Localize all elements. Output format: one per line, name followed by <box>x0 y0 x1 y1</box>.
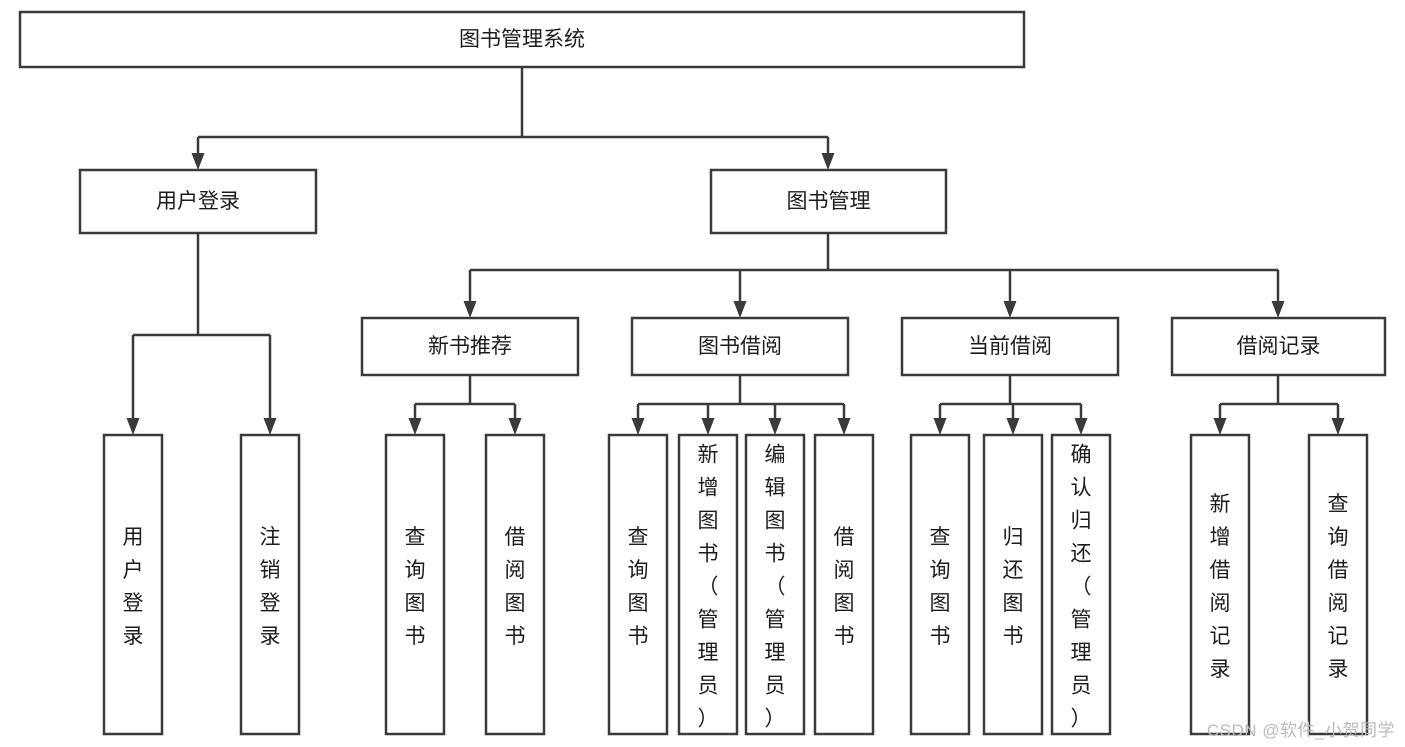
node-book-manage[interactable]: 图书管理 <box>709 168 948 235</box>
node-box-leaf-add-record <box>1189 433 1251 736</box>
node-root[interactable]: 图书管理系统 <box>18 10 1026 69</box>
node-box-current-borrow <box>900 316 1120 377</box>
arrow-head-icon <box>631 418 645 435</box>
node-box-leaf-confirm-return <box>1050 433 1112 736</box>
node-box-leaf-user-login <box>102 433 164 736</box>
node-leaf-logout[interactable]: 注销登录 <box>239 433 301 736</box>
node-label-leaf-add-book: 新增图书（管理员） <box>698 444 719 731</box>
node-box-book-borrow <box>630 316 850 377</box>
node-box-root <box>18 10 1026 69</box>
node-label-leaf-borrow-book-bor: 借阅图书 <box>834 526 855 648</box>
node-label-user-login: 用户登录 <box>156 190 240 213</box>
node-box-leaf-query-record <box>1307 433 1369 736</box>
arrow-head-icon <box>1074 418 1088 435</box>
node-label-new-book-rec: 新书推荐 <box>428 335 512 358</box>
node-label-leaf-confirm-return: 确认归还（管理员） <box>1071 444 1092 731</box>
node-label-leaf-add-record: 新增借阅记录 <box>1210 493 1231 681</box>
connector-current-borrow-to-leaves <box>933 375 1088 435</box>
node-box-leaf-logout <box>239 433 301 736</box>
node-label-leaf-user-login: 用户登录 <box>123 526 144 648</box>
node-box-borrow-record <box>1170 316 1387 377</box>
node-leaf-confirm-return[interactable]: 确认归还（管理员） <box>1050 433 1112 736</box>
node-leaf-return-book[interactable]: 归还图书 <box>982 433 1044 736</box>
node-new-book-rec[interactable]: 新书推荐 <box>360 316 580 377</box>
node-label-book-manage: 图书管理 <box>787 190 871 213</box>
node-leaf-add-book[interactable]: 新增图书（管理员） <box>677 433 739 736</box>
node-leaf-query-book-bor[interactable]: 查询图书 <box>607 433 669 736</box>
arrow-head-icon <box>1213 418 1227 435</box>
arrow-head-icon <box>1331 418 1345 435</box>
node-label-leaf-query-book-bor: 查询图书 <box>628 526 649 648</box>
node-borrow-record[interactable]: 借阅记录 <box>1170 316 1387 377</box>
connector-borrow-record-to-leaves <box>1213 375 1345 435</box>
connector-new-book-rec-to-leaves <box>408 375 522 435</box>
arrow-head-icon <box>768 418 782 435</box>
node-leaf-query-book-rec[interactable]: 查询图书 <box>384 433 446 736</box>
node-label-borrow-record: 借阅记录 <box>1237 335 1321 358</box>
arrow-head-icon <box>408 418 422 435</box>
arrow-head-icon <box>508 418 522 435</box>
node-book-borrow[interactable]: 图书借阅 <box>630 316 850 377</box>
node-label-leaf-query-record: 查询借阅记录 <box>1328 493 1349 681</box>
node-label-leaf-logout: 注销登录 <box>260 526 281 648</box>
node-leaf-add-record[interactable]: 新增借阅记录 <box>1189 433 1251 736</box>
arrow-head-icon <box>191 153 205 170</box>
node-leaf-edit-book[interactable]: 编辑图书（管理员） <box>744 433 806 736</box>
node-box-leaf-add-book <box>677 433 739 736</box>
connector-book-manage-to-level3 <box>463 233 1285 318</box>
arrow-head-icon <box>701 418 715 435</box>
node-box-leaf-query-book-cur <box>909 433 971 736</box>
node-leaf-user-login[interactable]: 用户登录 <box>102 433 164 736</box>
node-box-leaf-borrow-book-rec <box>484 433 546 736</box>
node-box-new-book-rec <box>360 316 580 377</box>
connector-user-login-to-leaves <box>126 233 277 435</box>
node-box-leaf-return-book <box>982 433 1044 736</box>
connector-book-borrow-to-leaves <box>631 375 851 435</box>
arrow-head-icon <box>126 418 140 435</box>
node-label-leaf-edit-book: 编辑图书（管理员） <box>765 444 786 731</box>
arrow-head-icon <box>933 418 947 435</box>
node-user-login[interactable]: 用户登录 <box>78 168 318 235</box>
node-box-leaf-query-book-rec <box>384 433 446 736</box>
arrow-head-icon <box>837 418 851 435</box>
arrow-head-icon <box>263 418 277 435</box>
node-leaf-borrow-book-bor[interactable]: 借阅图书 <box>813 433 875 736</box>
node-box-leaf-borrow-book-bor <box>813 433 875 736</box>
node-label-book-borrow: 图书借阅 <box>698 335 782 358</box>
arrow-head-icon <box>821 153 835 170</box>
node-leaf-query-book-cur[interactable]: 查询图书 <box>909 433 971 736</box>
node-box-leaf-edit-book <box>744 433 806 736</box>
node-label-root: 图书管理系统 <box>459 28 585 51</box>
connector-lines-group <box>126 67 1345 435</box>
node-box-user-login <box>78 168 318 235</box>
node-boxes-group: 图书管理系统用户登录图书管理新书推荐图书借阅当前借阅借阅记录用户登录注销登录查询… <box>18 10 1387 736</box>
arrow-head-icon <box>1006 418 1020 435</box>
node-leaf-query-record[interactable]: 查询借阅记录 <box>1307 433 1369 736</box>
node-label-leaf-query-book-rec: 查询图书 <box>405 526 426 648</box>
node-label-leaf-query-book-cur: 查询图书 <box>930 526 951 648</box>
node-current-borrow[interactable]: 当前借阅 <box>900 316 1120 377</box>
arrow-head-icon <box>463 301 477 318</box>
node-box-book-manage <box>709 168 948 235</box>
arrow-head-icon <box>1271 301 1285 318</box>
node-box-leaf-query-book-bor <box>607 433 669 736</box>
arrow-head-icon <box>733 301 747 318</box>
node-label-current-borrow: 当前借阅 <box>968 335 1052 358</box>
node-label-leaf-borrow-book-rec: 借阅图书 <box>505 526 526 648</box>
node-label-leaf-return-book: 归还图书 <box>1003 526 1024 648</box>
arrow-head-icon <box>1003 301 1017 318</box>
node-leaf-borrow-book-rec[interactable]: 借阅图书 <box>484 433 546 736</box>
connector-root-to-level2 <box>191 67 835 170</box>
